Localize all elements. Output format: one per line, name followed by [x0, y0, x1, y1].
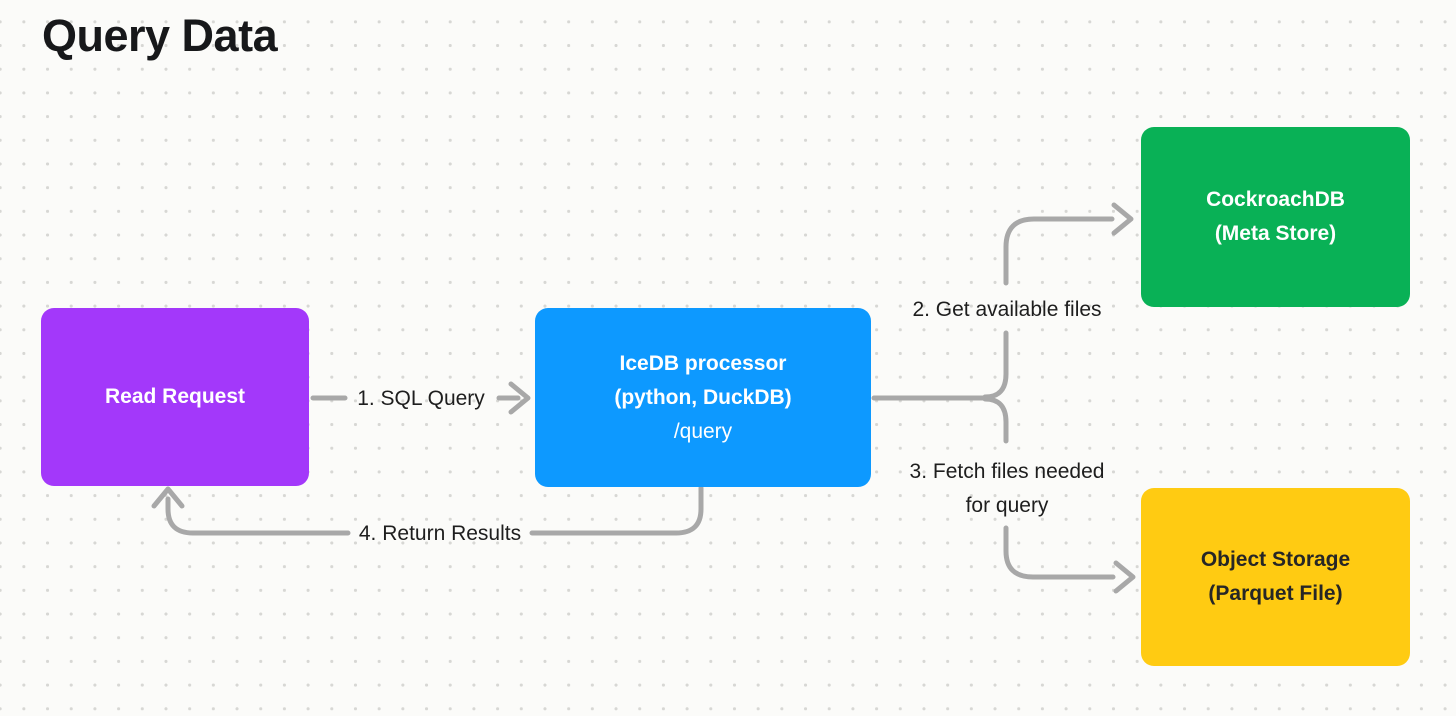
edge-return-results-arrowhead-icon	[151, 486, 185, 509]
node-object-storage-label-line1: Object Storage	[1200, 548, 1351, 571]
node-icedb-label-line1: IceDB processor	[619, 351, 787, 375]
edge-label-return-results: 4. Return Results	[358, 522, 522, 545]
node-cockroachdb-label-line1: CockroachDB	[1206, 188, 1345, 211]
node-cockroachdb: CockroachDB (Meta Store)	[1141, 127, 1410, 307]
edge-label-get-available-files: 2. Get available files	[912, 298, 1102, 321]
edge-fetch-files-curve-upper	[982, 396, 1009, 444]
edge-get-files-arrowhead-icon	[1111, 202, 1134, 236]
edge-label-fetch-files: 3. Fetch files needed for query	[910, 455, 1105, 523]
edge-label-sql-query: 1. SQL Query	[357, 387, 485, 410]
edge-return-results-left	[165, 496, 351, 536]
node-read-request-label: Read Request	[104, 385, 246, 408]
edge-get-files-curve-lower	[982, 330, 1009, 400]
node-icedb-processor: IceDB processor (python, DuckDB) /query	[535, 308, 871, 487]
edge-label-fetch-files-line2: for query	[965, 494, 1049, 517]
node-icedb-label-line2: (python, DuckDB)	[614, 385, 792, 409]
node-read-request: Read Request	[41, 308, 309, 486]
edge-fetch-files-arrowhead-icon	[1113, 560, 1136, 594]
node-cockroachdb-label-line2: (Meta Store)	[1214, 222, 1337, 245]
edge-label-fetch-files-line1: 3. Fetch files needed	[909, 460, 1105, 483]
node-icedb-label-line3: /query	[673, 419, 733, 443]
edge-sql-query-arrowhead-icon	[508, 381, 531, 415]
node-object-storage: Object Storage (Parquet File)	[1141, 488, 1410, 666]
edge-get-files-curve-upper	[1003, 216, 1115, 286]
page-title: Query Data	[42, 10, 278, 61]
node-object-storage-label-line2: (Parquet File)	[1208, 582, 1343, 605]
edge-fetch-files-curve-lower	[1003, 525, 1116, 580]
edge-return-results-right	[529, 485, 704, 536]
